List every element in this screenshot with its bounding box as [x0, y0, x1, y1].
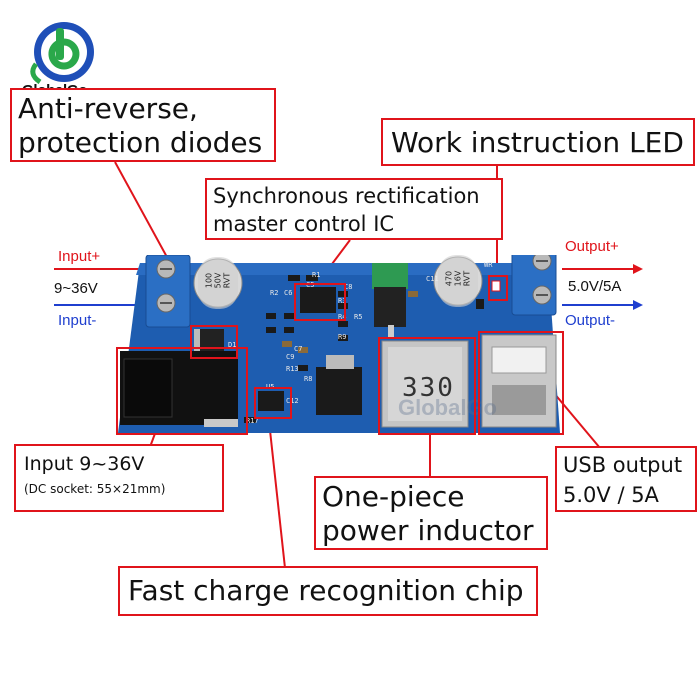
silk-label: R1	[312, 271, 321, 279]
silk-label: R5	[354, 313, 363, 321]
silk-label: R4	[338, 313, 347, 321]
inductor-code: 330	[402, 373, 455, 403]
watermark: GlobalGo	[398, 395, 497, 420]
silk-label: C9	[286, 353, 295, 361]
callout-fast-charge: Fast charge recognition chip	[118, 566, 538, 616]
highlight-usb	[478, 331, 564, 435]
input-range-label: 9~36V	[54, 280, 98, 297]
output-plus-arrow-icon	[633, 264, 643, 274]
callout-work-led: Work instruction LED	[381, 118, 695, 166]
input-plus-label: Input+	[58, 248, 101, 265]
output-minus-arrow-icon	[633, 300, 643, 310]
silk-label: C7	[294, 345, 303, 353]
input-minus-label: Input-	[58, 312, 97, 329]
silk-label: R3	[338, 297, 347, 305]
highlight-inductor	[378, 337, 476, 435]
output-spec-label: 5.0V/5A	[568, 278, 622, 295]
silk-label: C6	[284, 289, 293, 297]
silk-label: C8	[344, 283, 353, 291]
silk-label: C5	[306, 281, 315, 289]
silk-label: D1	[228, 341, 237, 349]
highlight-sync-ic	[294, 283, 346, 321]
pcb-illustration	[118, 244, 560, 433]
callout-sync-ic: Synchronous rectification master control…	[205, 178, 503, 240]
callout-input-spec: Input 9~36V (DC socket: 55×21mm)	[14, 444, 224, 512]
output-plus-label: Output+	[565, 238, 619, 255]
silk-label: R8	[304, 375, 313, 383]
silk-label: R17	[246, 417, 259, 425]
highlight-dc-socket	[116, 347, 248, 435]
highlight-led	[488, 275, 508, 301]
output-minus-label: Output-	[565, 312, 616, 329]
logo	[18, 14, 110, 94]
silk-label: WR	[484, 261, 493, 269]
highlight-diode	[190, 325, 238, 359]
logo-mark-icon	[30, 22, 94, 85]
silk-label: R9	[338, 333, 347, 341]
silk-label: C12	[286, 397, 299, 405]
callout-inductor: One-piece power inductor	[314, 476, 548, 550]
silk-label: C11	[426, 275, 439, 283]
silk-label: R13	[286, 365, 299, 373]
callout-anti-reverse: Anti-reverse, protection diodes	[10, 88, 276, 162]
highlight-fast-charge	[254, 387, 292, 419]
callout-usb-output: USB output 5.0V / 5A	[555, 446, 697, 512]
silk-label: R2	[270, 289, 279, 297]
